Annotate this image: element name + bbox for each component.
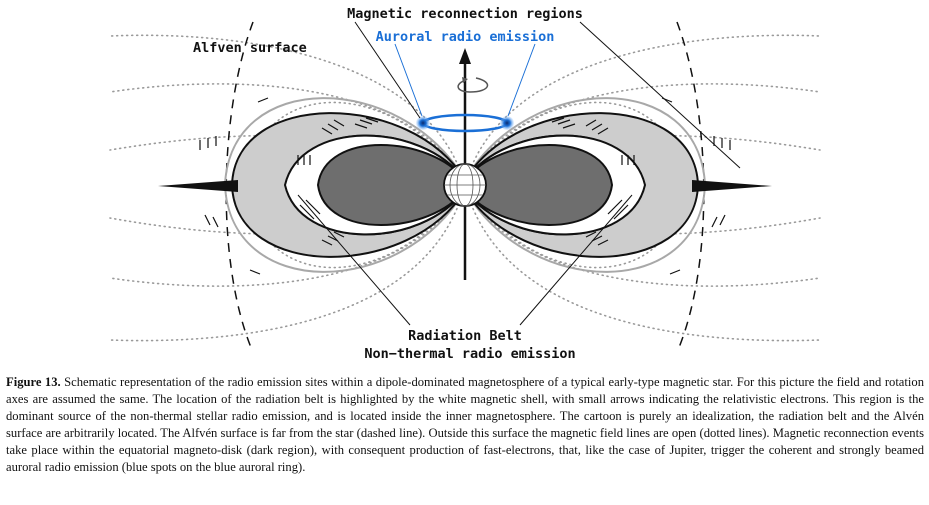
equatorial-disk-left [158,180,238,192]
rotation-indicator-icon [457,77,489,93]
caption-text: Schematic representation of the radio em… [6,375,924,474]
auroral-pointer-lines [394,43,536,117]
auroral-spot-left [416,116,430,130]
magnetic-reconnection-label: Magnetic reconnection regions [347,6,583,22]
auroral-spot-right [500,116,514,130]
rotation-arrowhead-icon [462,77,468,83]
star-globe [443,163,487,207]
nonthermal-radio-label: Non−thermal radio emission [364,346,575,362]
magnetosphere-diagram: Magnetic reconnection regions Auroral ra… [109,6,821,362]
pointer-lines [297,21,741,326]
radiation-belt-label: Radiation Belt [408,328,522,344]
dark-region-right [464,144,614,226]
figure-label: Figure 13. [6,375,61,389]
shell-arrows [199,97,731,275]
alfven-surface-label: Alfven surface [193,40,307,56]
rotation-axis-arrowhead [459,48,471,64]
auroral-radio-label: Auroral radio emission [376,29,555,45]
equatorial-disk-right [692,180,772,192]
dark-region-left [316,144,466,226]
figure-caption: Figure 13. Schematic representation of t… [6,374,924,476]
